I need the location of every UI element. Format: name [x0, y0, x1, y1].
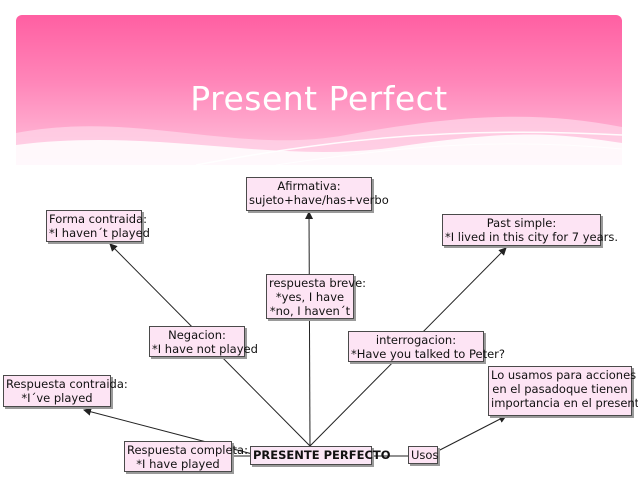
node-respuesta-breve: respuesta breve: *yes, I have *no, I hav… [266, 274, 366, 319]
arrow-to-usos-desc [435, 415, 507, 453]
title-banner: Present Perfect [16, 15, 622, 165]
node-usos: Usos [408, 446, 438, 464]
node-afirmativa: Afirmativa: sujeto+have/has+verbo [246, 177, 389, 211]
node-past-simple: Past simple: *I lived in this city for 7… [442, 214, 618, 246]
slide-title: Present Perfect [190, 79, 448, 118]
node-negacion: Negacion: *I have not played [149, 326, 258, 357]
node-root-presente-perfecto: PRESENTE PERFECTO [250, 446, 391, 465]
node-forma-contraida: Forma contraida: *I haven´t played [46, 210, 150, 242]
node-respuesta-completa: Respuesta completa: *I have played [124, 441, 248, 472]
arrow-to-afirmativa [305, 211, 314, 447]
wave-decoration [16, 116, 622, 165]
node-usos-description: Lo usamos para acciones en el pasadoque … [488, 366, 638, 416]
node-respuesta-contraida: Respuesta contraida: *I´ve played [3, 375, 128, 407]
node-interrogacion: interrogacion: *Have you talked to Peter… [348, 331, 505, 362]
